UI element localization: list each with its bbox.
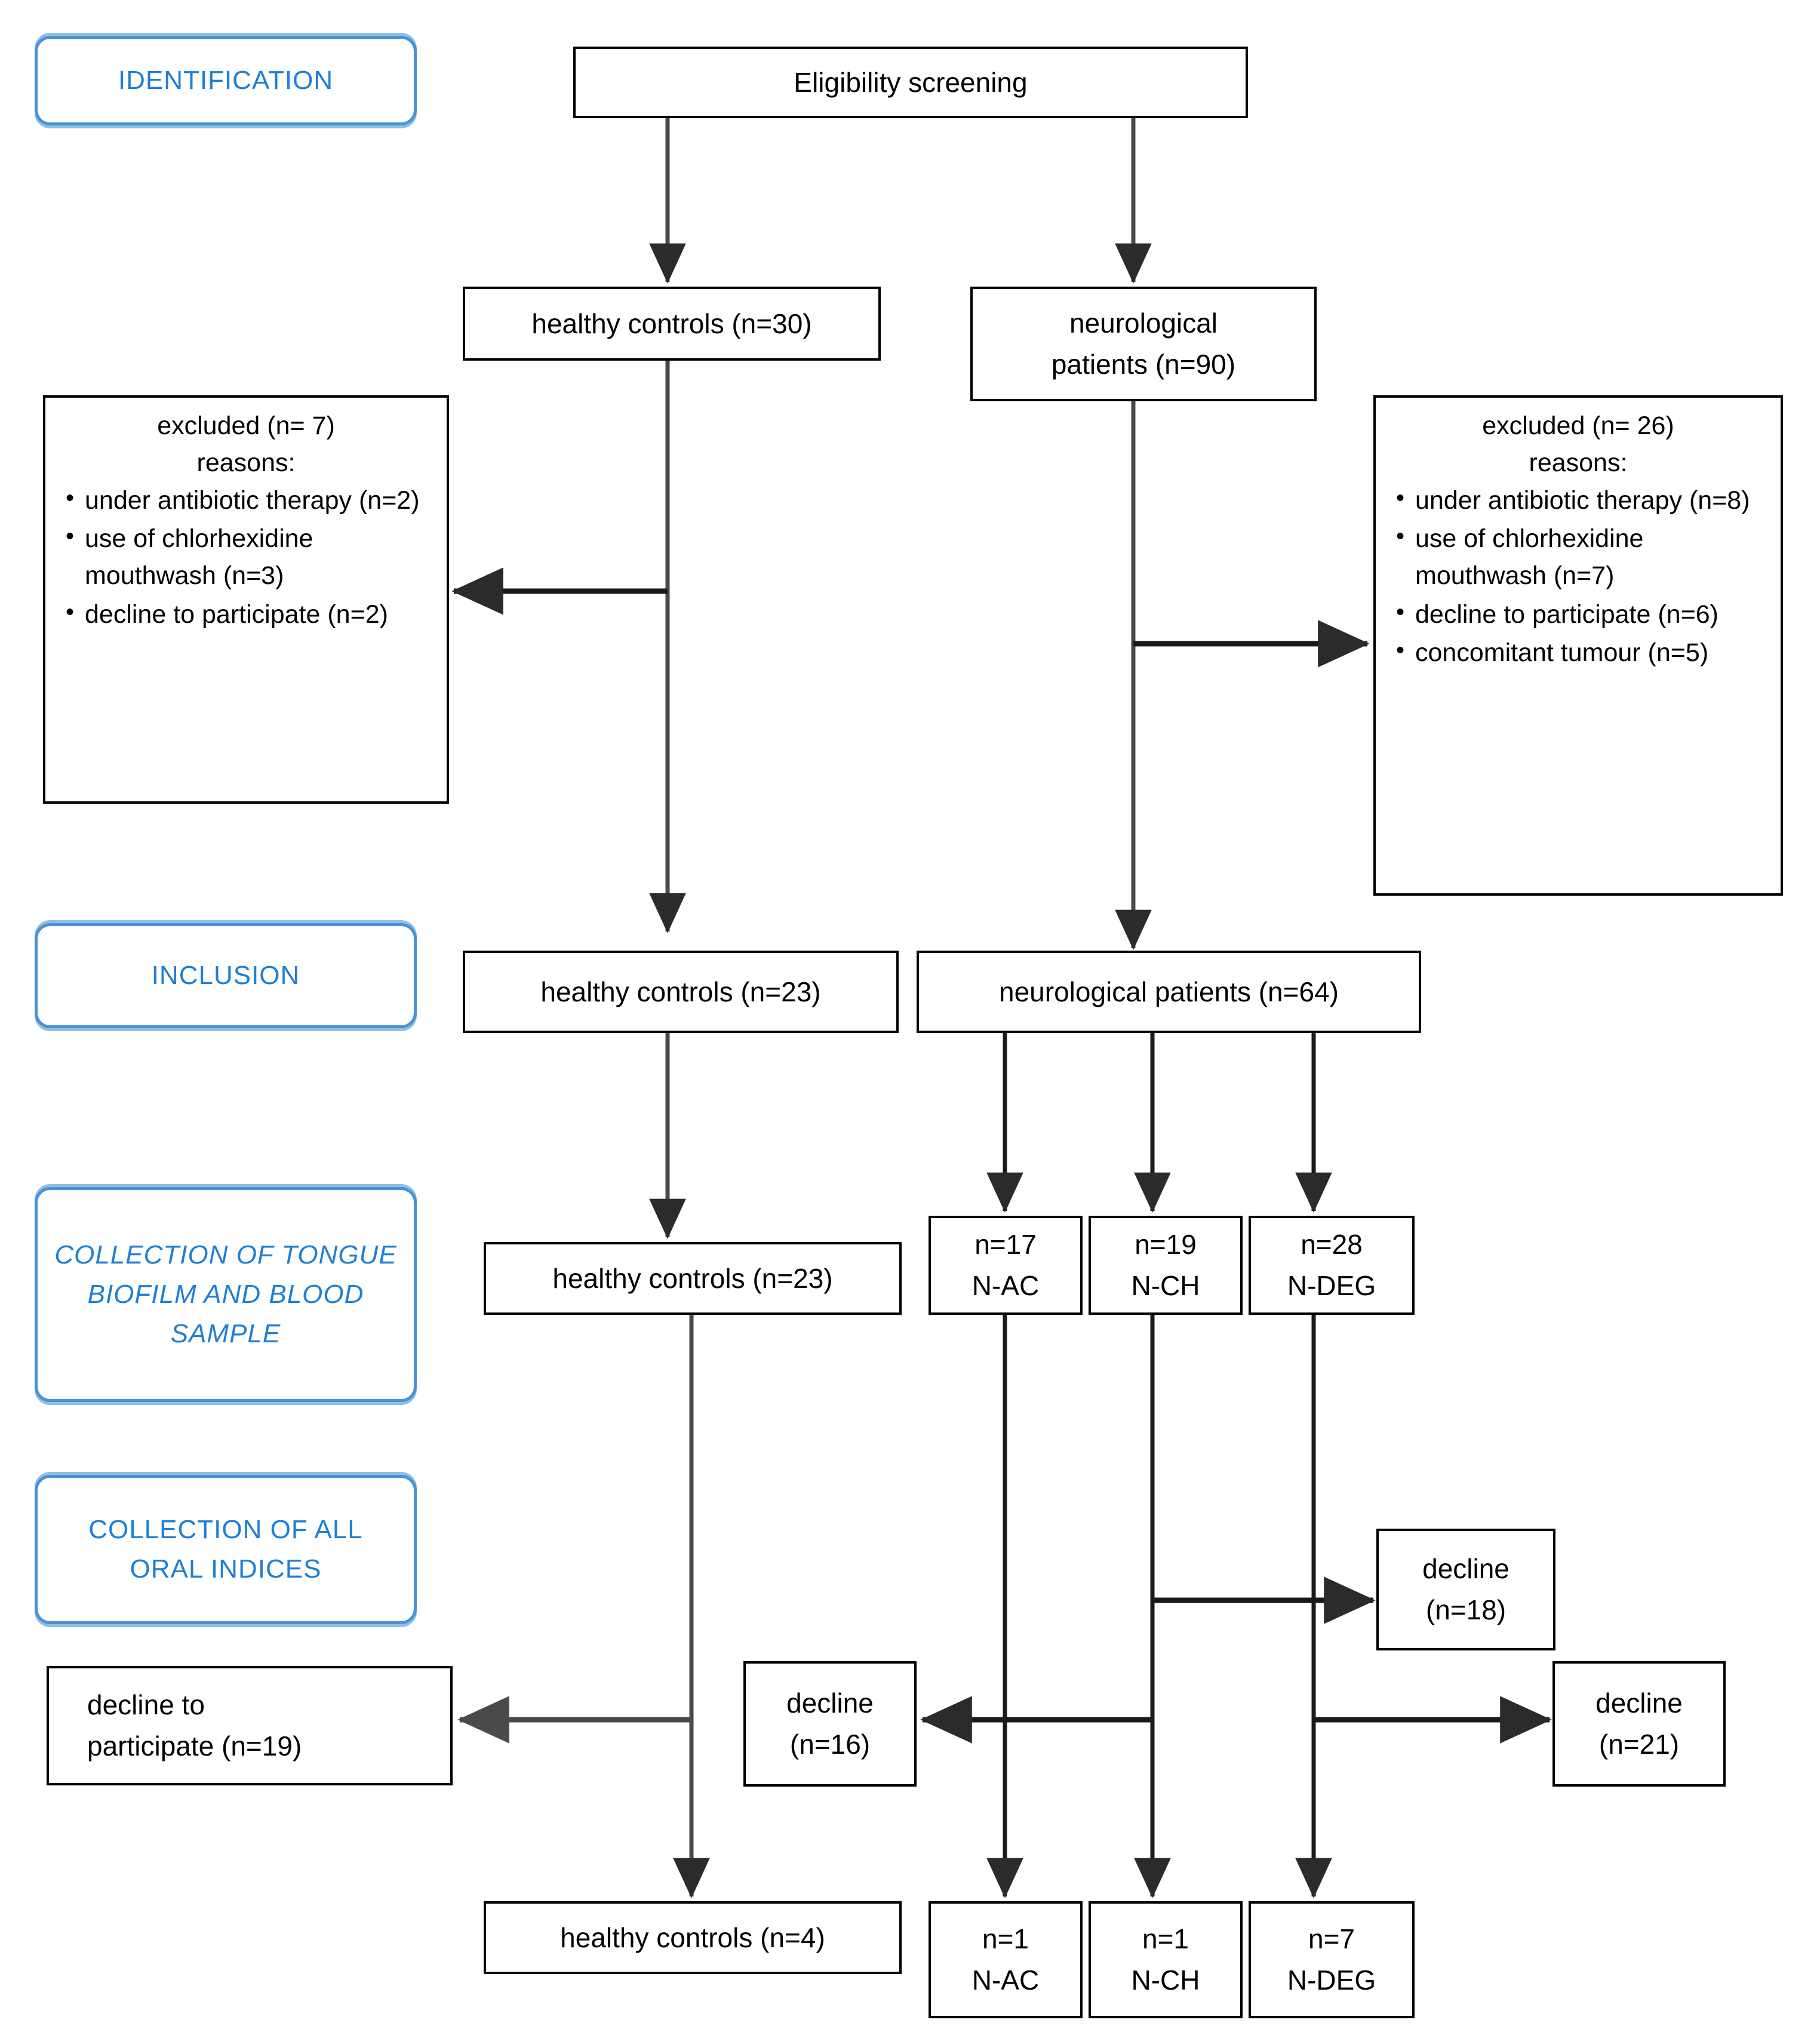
node-healthy-controls-23-collection-label: healthy controls (n=23) [552, 1262, 833, 1294]
list-item: decline to participate (n=6) [1396, 595, 1769, 633]
node-neurological-patients-64-label: neurological patients (n=64) [999, 976, 1339, 1007]
node-nch-1-line2: N-CH [1131, 1965, 1200, 1996]
stage-collection-indices: COLLECTION OF ALL ORAL INDICES [35, 1475, 417, 1624]
node-healthy-controls-23-inclusion: healthy controls (n=23) [463, 951, 899, 1033]
excluded-left-header-line1: excluded (n= 7) [157, 411, 335, 440]
list-item: under antibiotic therapy (n=2) [66, 481, 435, 519]
stage-collection-biofilm: COLLECTION OF TONGUE BIOFILM AND BLOOD S… [35, 1187, 417, 1402]
node-ndeg-28-line2: N-DEG [1287, 1270, 1376, 1301]
node-nac-1: n=1 N-AC [929, 1901, 1083, 2018]
list-item: concomitant tumour (n=5) [1396, 633, 1769, 671]
node-decline-16: decline (n=16) [743, 1661, 917, 1787]
node-excluded-right: excluded (n= 26) reasons: under antibiot… [1373, 395, 1783, 896]
node-nch-19-line1: n=19 [1135, 1229, 1197, 1260]
excluded-right-header-line2: reasons: [1529, 448, 1628, 478]
node-ndeg-7-line2: N-DEG [1287, 1965, 1376, 1996]
node-decline-16-line2: (n=16) [789, 1729, 871, 1760]
node-nac-17: n=17 N-AC [929, 1216, 1083, 1315]
node-eligibility-screening: Eligibility screening [573, 47, 1248, 118]
node-decline-21-line2: (n=21) [1598, 1729, 1680, 1760]
list-item: decline to participate (n=2) [66, 595, 435, 633]
stage-inclusion: INCLUSION [35, 923, 417, 1028]
node-decline-18-line1: decline [1422, 1553, 1510, 1584]
node-decline-16-line1: decline [786, 1687, 874, 1719]
node-nac-17-line1: n=17 [974, 1229, 1037, 1260]
excluded-left-reason-list: under antibiotic therapy (n=2) use of ch… [57, 481, 435, 633]
excluded-right-reason-list: under antibiotic therapy (n=8) use of ch… [1388, 481, 1769, 672]
stage-collection-indices-label: COLLECTION OF ALL ORAL INDICES [88, 1515, 363, 1584]
node-nac-1-line2: N-AC [972, 1965, 1040, 1996]
node-decline-to-participate-19-line2: participate (n=19) [87, 1730, 302, 1762]
node-nch-19-line2: N-CH [1131, 1270, 1200, 1301]
node-nch-1: n=1 N-CH [1089, 1901, 1243, 2018]
excluded-right-header-line1: excluded (n= 26) [1482, 411, 1674, 440]
node-healthy-controls-4: healthy controls (n=4) [484, 1901, 902, 1974]
node-healthy-controls-30: healthy controls (n=30) [463, 287, 881, 361]
node-healthy-controls-30-label: healthy controls (n=30) [531, 308, 812, 339]
node-excluded-left: excluded (n= 7) reasons: under antibioti… [43, 395, 449, 804]
node-nch-1-line1: n=1 [1142, 1923, 1189, 1954]
node-healthy-controls-4-label: healthy controls (n=4) [560, 1922, 825, 1953]
list-item: under antibiotic therapy (n=8) [1396, 481, 1769, 519]
node-eligibility-screening-label: Eligibility screening [794, 66, 1028, 98]
node-neurological-patients-64: neurological patients (n=64) [917, 951, 1421, 1033]
node-nch-19: n=19 N-CH [1089, 1216, 1243, 1315]
node-neurological-patients-90: neurological patients (n=90) [970, 287, 1317, 401]
list-item: use of chlorhexidine mouthwash (n=7) [1396, 519, 1769, 595]
node-decline-21-line1: decline [1595, 1687, 1683, 1719]
list-item: use of chlorhexidine mouthwash (n=3) [66, 519, 435, 595]
node-nac-1-line1: n=1 [982, 1923, 1029, 1954]
node-decline-to-participate-19-line1: decline to [87, 1689, 205, 1720]
node-neurological-patients-90-line2: patients (n=90) [1051, 349, 1236, 380]
node-healthy-controls-23-inclusion-label: healthy controls (n=23) [540, 976, 821, 1007]
node-ndeg-7-line1: n=7 [1308, 1923, 1355, 1954]
stage-identification: IDENTIFICATION [35, 36, 417, 125]
stage-identification-label: IDENTIFICATION [118, 66, 334, 95]
node-neurological-patients-90-line1: neurological [1069, 308, 1218, 339]
node-ndeg-28-line1: n=28 [1301, 1229, 1363, 1260]
node-ndeg-7: n=7 N-DEG [1249, 1901, 1415, 2018]
node-ndeg-28: n=28 N-DEG [1249, 1216, 1415, 1315]
node-decline-to-participate-19: decline to participate (n=19) [47, 1666, 453, 1785]
excluded-left-header-line2: reasons: [196, 448, 296, 478]
node-decline-18: decline (n=18) [1376, 1529, 1555, 1650]
node-healthy-controls-23-collection: healthy controls (n=23) [484, 1242, 902, 1315]
node-nac-17-line2: N-AC [972, 1270, 1040, 1301]
stage-inclusion-label: INCLUSION [151, 961, 300, 990]
node-decline-18-line2: (n=18) [1425, 1594, 1507, 1625]
node-decline-21: decline (n=21) [1552, 1661, 1726, 1787]
stage-collection-biofilm-label: COLLECTION OF TONGUE BIOFILM AND BLOOD S… [54, 1240, 397, 1348]
